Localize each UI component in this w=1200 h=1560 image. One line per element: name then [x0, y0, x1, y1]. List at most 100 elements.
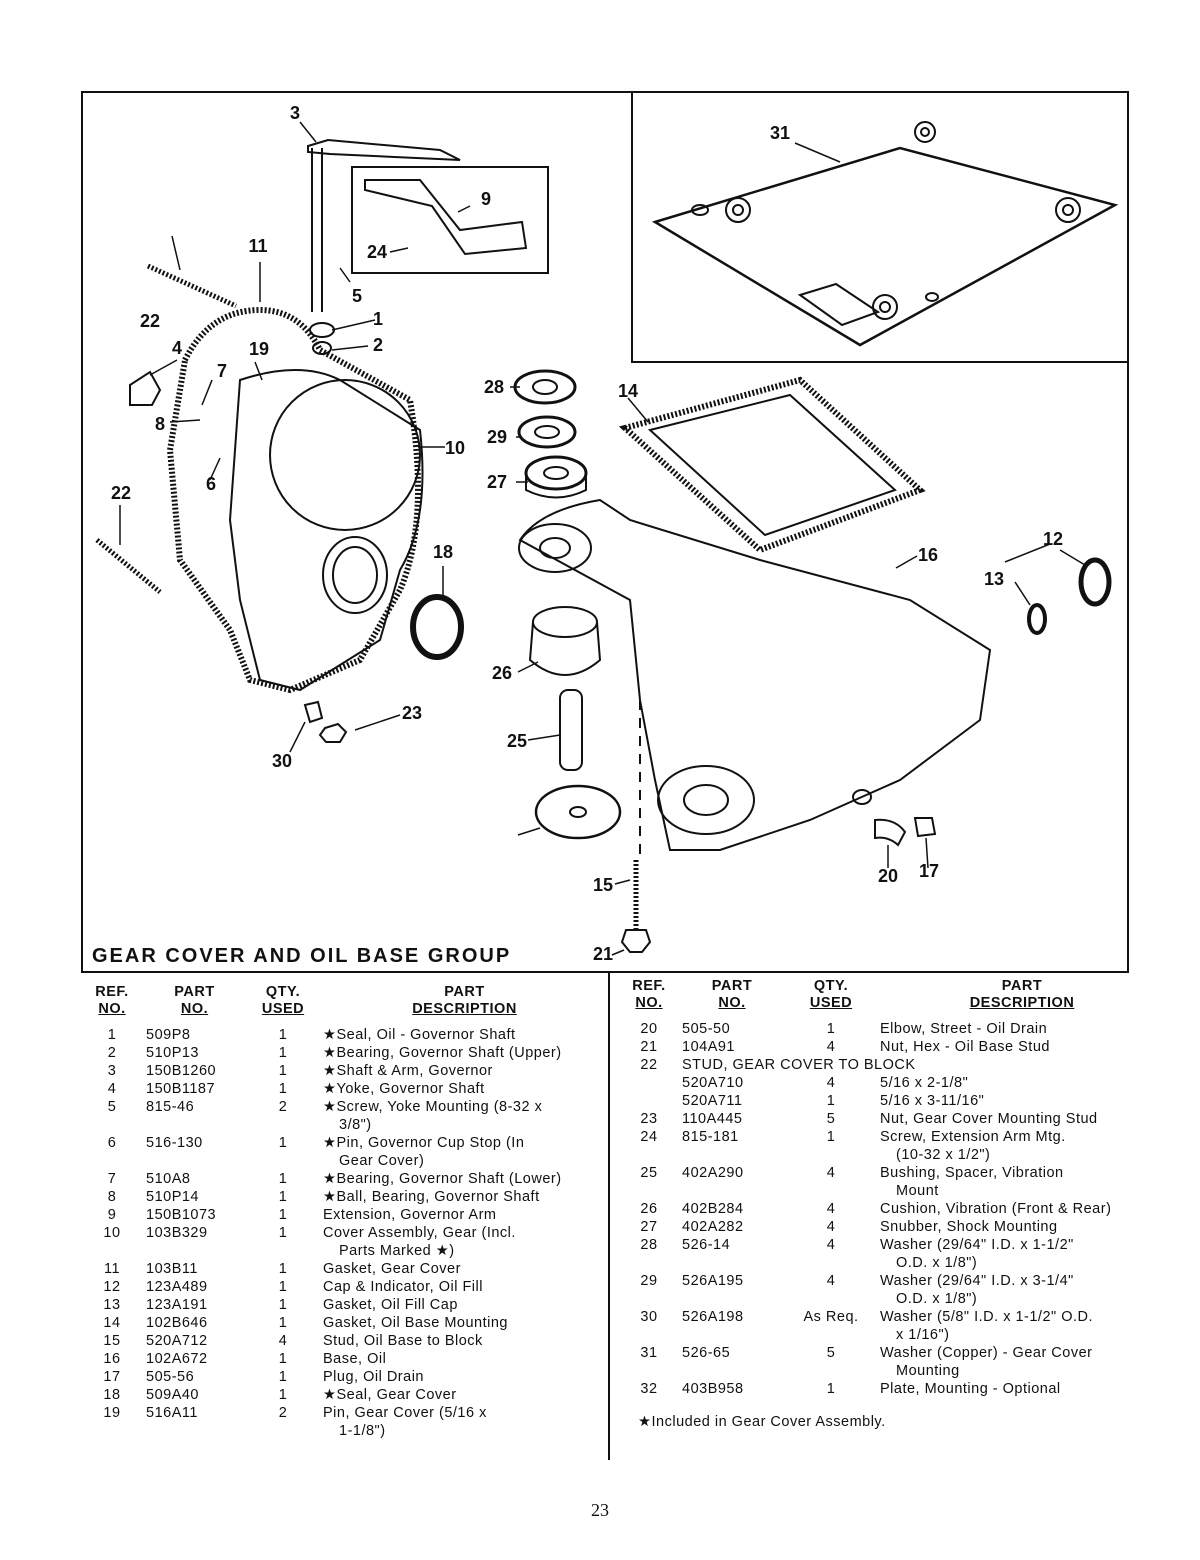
callout-number: 20: [878, 866, 898, 886]
callout-number: 14: [618, 381, 638, 401]
callout-number: 16: [918, 545, 938, 565]
ref-no-cell: 9: [107, 1207, 117, 1223]
figure-caption: GEAR COVER AND OIL BASE GROUP: [92, 945, 512, 967]
description-continuation: Gear Cover): [339, 1153, 425, 1169]
qty-used-cell: 1: [826, 1129, 836, 1145]
part-no-cell: 516A11: [146, 1405, 198, 1421]
callout-number: 21: [593, 944, 613, 964]
description-line: Washer (5/8" I.D. x 1-1/2" O.D.: [880, 1309, 1094, 1325]
callout-number: 22: [111, 483, 131, 503]
qty-used-cell: 5: [826, 1345, 836, 1361]
qty-used-cell: 1: [826, 1093, 836, 1109]
part-no-cell: 526A195: [682, 1273, 744, 1289]
ref-no-cell: 15: [103, 1333, 121, 1349]
description-cell: Cushion, Vibration (Front & Rear): [880, 1200, 1164, 1218]
callout-number: 6: [206, 474, 216, 494]
description-continuation: 3/8"): [339, 1117, 372, 1133]
ref-no-cell: 17: [103, 1369, 121, 1385]
description-line: Washer (29/64" I.D. x 1-1/2": [880, 1237, 1074, 1253]
part-no-cell: 150B1260: [146, 1063, 217, 1079]
callout-number: 30: [272, 751, 292, 771]
callout-number: 5: [352, 286, 362, 306]
qty-used-cell: 1: [278, 1189, 288, 1205]
description-line: Gasket, Oil Base Mounting: [323, 1315, 508, 1331]
gear-cover: [228, 369, 424, 692]
oil-base: [518, 498, 992, 851]
description-cell: Stud, Oil Base to Block: [323, 1332, 606, 1350]
part-no-cell: 102A672: [146, 1351, 208, 1367]
ref-no-cell: 12: [103, 1279, 121, 1295]
part-no-cell: 526-14: [682, 1237, 731, 1253]
qty-used-cell: 1: [826, 1381, 836, 1397]
header-ref-no: REF.NO.: [95, 984, 129, 1017]
ref-no-cell: 22: [640, 1057, 658, 1073]
callout-number: 12: [1043, 529, 1063, 549]
ref-no-cell: 4: [107, 1081, 117, 1097]
description-cell: Plug, Oil Drain: [323, 1368, 606, 1386]
description-cell: ★Seal, Gear Cover: [323, 1386, 606, 1404]
description-line: Pin, Gear Cover (5/16 x: [323, 1405, 487, 1421]
description-cell: Elbow, Street - Oil Drain: [880, 1020, 1164, 1038]
ref-no-cell: 5: [107, 1099, 117, 1115]
qty-used-cell: 1: [826, 1021, 836, 1037]
exploded-diagram-frame: [81, 91, 1129, 973]
qty-used-cell: 1: [278, 1081, 288, 1097]
description-continuation: x 1/16"): [896, 1327, 950, 1343]
qty-used-cell: 4: [826, 1201, 836, 1217]
ref-no-cell: [624, 1092, 674, 1110]
page-number: 23: [591, 1500, 609, 1520]
callout-number: 19: [249, 339, 269, 359]
ref-no-cell: 10: [103, 1225, 121, 1241]
description-line: ★Seal, Oil - Governor Shaft: [323, 1027, 516, 1043]
description-cell: Cap & Indicator, Oil Fill: [323, 1278, 606, 1296]
description-line: Nut, Hex - Oil Base Stud: [880, 1039, 1050, 1055]
qty-used-cell: 4: [826, 1075, 836, 1091]
description-cell: 5/16 x 3-11/16": [880, 1092, 1164, 1110]
description-line: 5/16 x 2-1/8": [880, 1075, 969, 1091]
part-no-cell: 123A191: [146, 1297, 208, 1313]
qty-used-cell: 2: [278, 1405, 288, 1421]
qty-used-cell: 4: [826, 1273, 836, 1289]
ref-no-cell: 18: [103, 1387, 121, 1403]
extension-arm-inset-frame: [351, 166, 549, 274]
footnote: ★Included in Gear Cover Assembly.: [638, 1414, 886, 1430]
ref-no-cell: 25: [640, 1165, 658, 1181]
qty-used-cell: 1: [278, 1297, 288, 1313]
description-line: ★Shaft & Arm, Governor: [323, 1063, 493, 1079]
callout-number: 2: [373, 335, 383, 355]
part-no-cell: 516-130: [146, 1135, 203, 1151]
part-no-cell: 510P14: [146, 1189, 199, 1205]
exploded-diagram: 1234567891011121314151617181920212222232…: [95, 91, 1129, 964]
description-cell: Plate, Mounting - Optional: [880, 1380, 1164, 1398]
qty-used-cell: 1: [278, 1387, 288, 1403]
part-no-cell: 510P13: [146, 1045, 199, 1061]
description-line: ★Screw, Yoke Mounting (8-32 x: [323, 1099, 543, 1115]
ref-no-cell: 24: [640, 1129, 658, 1145]
group-heading-cell: STUD, GEAR COVER TO BLOCK: [682, 1057, 916, 1073]
part-no-cell: 520A712: [146, 1333, 208, 1349]
part-no-cell: 505-56: [146, 1369, 195, 1385]
callout-number: 24: [367, 242, 387, 262]
callout-number: 4: [172, 338, 182, 358]
callout-number: 7: [217, 361, 227, 381]
ref-no-cell: 8: [107, 1189, 117, 1205]
description-line: Gasket, Oil Fill Cap: [323, 1297, 458, 1313]
callout-number: 1: [373, 309, 383, 329]
description-line: Cover Assembly, Gear (Incl.: [323, 1225, 516, 1241]
description-line: ★Seal, Gear Cover: [323, 1387, 457, 1403]
